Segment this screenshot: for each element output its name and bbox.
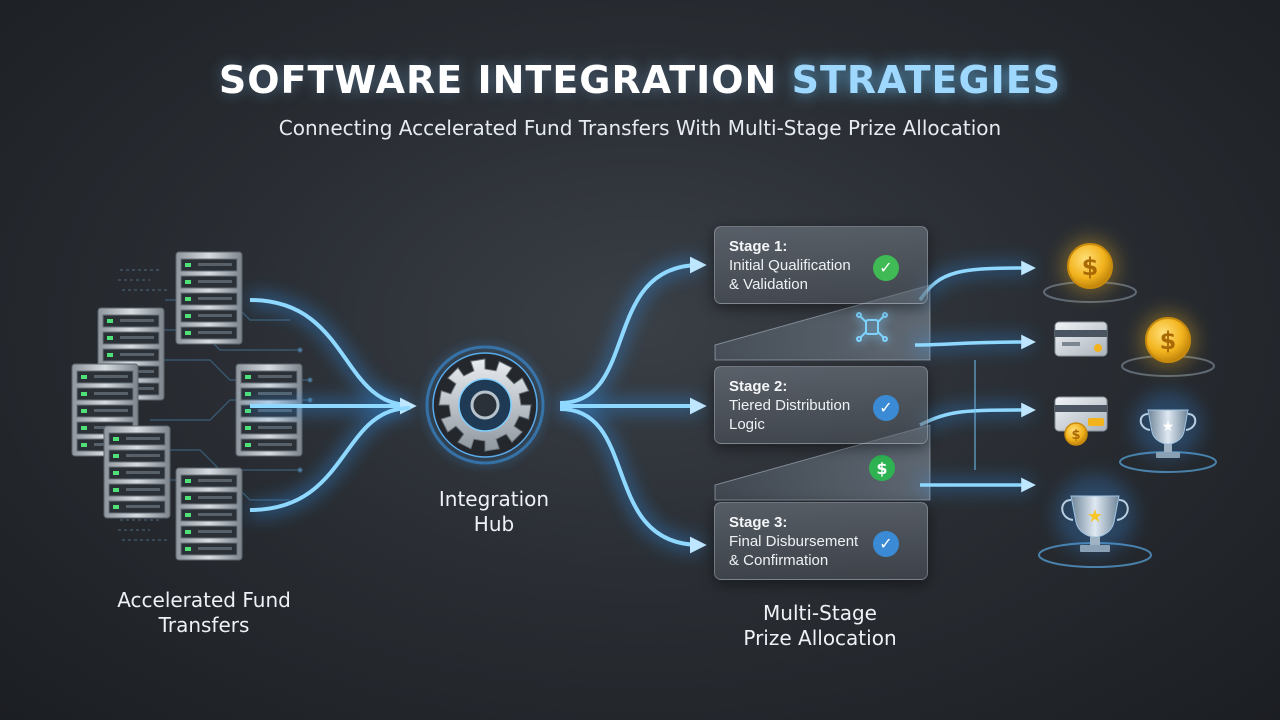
rewards-group: $ $ $	[1038, 238, 1217, 568]
network-node-icon	[856, 312, 888, 342]
server-cluster	[71, 251, 303, 561]
input-flow-lines	[249, 295, 417, 515]
title-accent: STRATEGIES	[791, 58, 1062, 102]
flow-line-bottom	[249, 406, 411, 512]
source-label-line1: Accelerated Fund	[117, 588, 291, 612]
hub-label-line2: Hub	[473, 512, 515, 536]
stages-label-line2: Prize Allocation	[743, 626, 897, 650]
stage-2-line2: Logic	[729, 416, 765, 433]
credit-card-icon	[1054, 321, 1108, 357]
stage-card-1: Stage 1: Initial Qualification & Validat…	[714, 226, 928, 304]
server-rack-icon	[175, 467, 243, 561]
stage-1-line2: & Validation	[729, 276, 808, 293]
hub-label-line1: Integration	[438, 487, 550, 511]
check-icon: ✓	[873, 531, 899, 557]
source-label: Accelerated Fund Transfers	[90, 588, 318, 638]
dollar-icon: $	[869, 455, 895, 481]
stage-3-line1: Final Disbursement	[729, 533, 859, 550]
stage-3-line2: & Confirmation	[729, 552, 829, 569]
flow-line-to-stage-3	[559, 407, 707, 554]
stages-label-line1: Multi-Stage	[763, 601, 877, 625]
output-flow-lines	[559, 256, 707, 554]
credit-card-coin-icon: $	[1054, 396, 1108, 446]
source-label-line2: Transfers	[158, 613, 250, 637]
stage-1-line1: Initial Qualification	[729, 257, 851, 274]
stage-2-line1: Tiered Distribution	[729, 397, 851, 414]
svg-text:★: ★	[1087, 506, 1103, 527]
page-subtitle: Connecting Accelerated Fund Transfers Wi…	[278, 116, 1002, 140]
trophy-icon: ★	[1038, 475, 1152, 568]
stage-2-title: Stage 2:	[729, 378, 788, 395]
server-rack-icon	[175, 251, 243, 345]
flow-line-to-stage-1	[559, 256, 707, 405]
svg-text:$: $	[1082, 253, 1099, 281]
svg-text:★: ★	[1162, 419, 1175, 435]
reward-flow-lines	[914, 260, 1036, 493]
trophy-icon: ★	[1119, 391, 1217, 473]
check-icon: ✓	[873, 395, 899, 421]
svg-text:$: $	[1160, 327, 1177, 355]
svg-text:$: $	[876, 459, 887, 478]
stage-card-3: Stage 3: Final Disbursement & Confirmati…	[714, 502, 928, 580]
flow-line-top	[249, 298, 411, 407]
svg-text:$: $	[1071, 428, 1080, 443]
gold-coin-icon: $	[1121, 312, 1215, 377]
check-icon: ✓	[873, 255, 899, 281]
stage-1-title: Stage 1:	[729, 238, 788, 255]
stage-3-title: Stage 3:	[729, 514, 788, 531]
server-rack-icon	[103, 425, 171, 519]
stages-label: Multi-Stage Prize Allocation	[710, 601, 930, 651]
hub-label: Integration Hub	[404, 487, 584, 537]
title-main: SOFTWARE INTEGRATION	[218, 58, 778, 102]
integration-hub	[425, 345, 545, 465]
page-title: SOFTWARE INTEGRATION STRATEGIES	[0, 58, 1280, 102]
gold-coin-icon: $	[1043, 238, 1137, 303]
stage-card-2: Stage 2: Tiered Distribution Logic ✓	[714, 366, 928, 444]
